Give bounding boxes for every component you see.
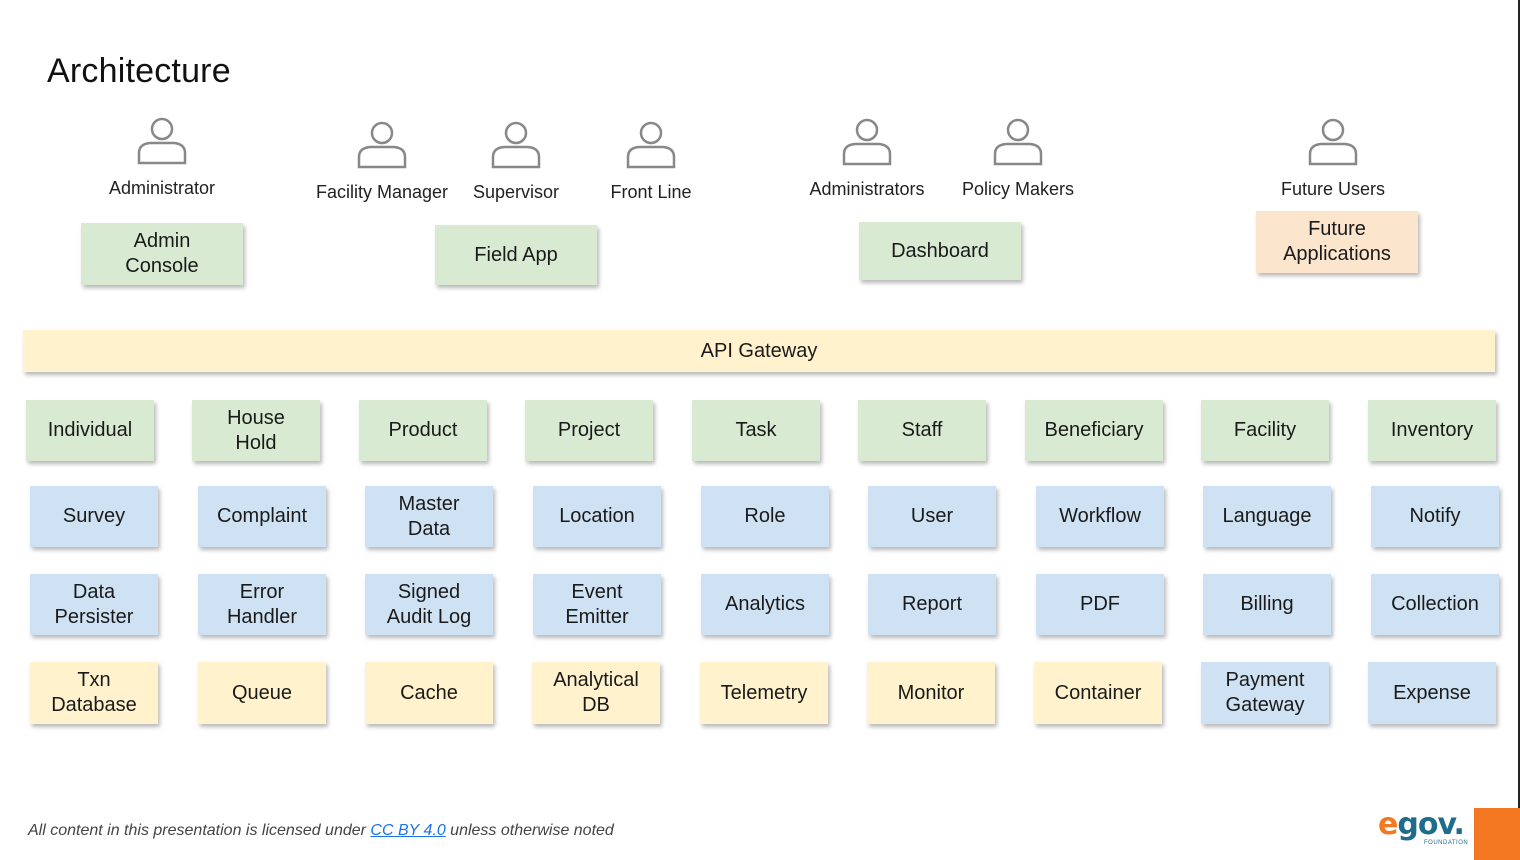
service-box-report: Report — [868, 574, 996, 635]
service-box-beneficiary: Beneficiary — [1025, 400, 1163, 461]
dashboard-box: Dashboard — [859, 222, 1021, 280]
api-gateway-bar: API Gateway — [23, 330, 1495, 372]
service-box-complaint: Complaint — [198, 486, 326, 547]
user-administrator: Administrator — [82, 114, 242, 199]
service-box-product: Product — [359, 400, 487, 461]
user-future-users: Future Users — [1253, 115, 1413, 200]
service-box-master-data: Master Data — [365, 486, 493, 547]
user-administrators: Administrators — [787, 115, 947, 200]
service-box-container: Container — [1034, 662, 1162, 724]
service-box-individual: Individual — [26, 400, 154, 461]
slide-edge — [1518, 0, 1520, 808]
service-box-cache: Cache — [365, 662, 493, 724]
user-label: Policy Makers — [961, 179, 1075, 199]
service-box-workflow: Workflow — [1036, 486, 1164, 547]
user-facility-manager: Facility Manager — [302, 118, 462, 203]
person-icon — [993, 118, 1043, 166]
service-box-task: Task — [692, 400, 820, 461]
footer-prefix: All content in this presentation is lice… — [28, 822, 371, 839]
service-box-event-emitter: Event Emitter — [533, 574, 661, 635]
user-label: Future Users — [1280, 179, 1386, 199]
user-supervisor: Supervisor — [436, 118, 596, 203]
field-app-box: Field App — [435, 225, 597, 285]
service-box-user: User — [868, 486, 996, 547]
footer-suffix: unless otherwise noted — [445, 822, 614, 839]
service-box-language: Language — [1203, 486, 1331, 547]
service-box-signed-audit-log: Signed Audit Log — [365, 574, 493, 635]
service-box-billing: Billing — [1203, 574, 1331, 635]
service-box-monitor: Monitor — [867, 662, 995, 724]
future-applications-box: Future Applications — [1256, 211, 1418, 273]
logo-foundation: FOUNDATION — [1424, 840, 1469, 846]
admin-console-box: Admin Console — [81, 223, 243, 285]
service-box-txn-database: Txn Database — [30, 662, 158, 724]
service-box-role: Role — [701, 486, 829, 547]
service-box-inventory: Inventory — [1368, 400, 1496, 461]
user-label: Administrators — [809, 179, 925, 199]
service-box-analytical-db: Analytical DB — [532, 662, 660, 724]
user-label: Administrator — [108, 178, 216, 198]
page-title: Architecture — [47, 52, 231, 90]
person-icon — [842, 118, 892, 166]
service-box-pdf: PDF — [1036, 574, 1164, 635]
user-label: Facility Manager — [315, 182, 449, 202]
license-footer: All content in this presentation is lice… — [28, 822, 614, 840]
service-box-analytics: Analytics — [701, 574, 829, 635]
user-label: Front Line — [610, 182, 692, 202]
service-box-survey: Survey — [30, 486, 158, 547]
service-box-telemetry: Telemetry — [700, 662, 828, 724]
service-box-project: Project — [525, 400, 653, 461]
service-box-location: Location — [533, 486, 661, 547]
service-box-house-hold: House Hold — [192, 400, 320, 461]
corner-accent — [1474, 808, 1520, 860]
service-box-expense: Expense — [1368, 662, 1496, 724]
person-icon — [137, 117, 187, 165]
service-box-queue: Queue — [198, 662, 326, 724]
service-box-staff: Staff — [858, 400, 986, 461]
license-link[interactable]: CC BY 4.0 — [370, 822, 446, 839]
service-box-payment-gateway: Payment Gateway — [1201, 662, 1329, 724]
service-box-facility: Facility — [1201, 400, 1329, 461]
service-box-notify: Notify — [1371, 486, 1499, 547]
person-icon — [1308, 118, 1358, 166]
user-label: Supervisor — [472, 182, 560, 202]
person-icon — [357, 121, 407, 169]
person-icon — [491, 121, 541, 169]
user-policy-makers: Policy Makers — [938, 115, 1098, 200]
service-box-data-persister: Data Persister — [30, 574, 158, 635]
logo-gov: gov. — [1397, 807, 1465, 842]
service-box-collection: Collection — [1371, 574, 1499, 635]
service-box-error-handler: Error Handler — [198, 574, 326, 635]
egov-logo: egov. FOUNDATION — [1378, 810, 1468, 852]
user-front-line: Front Line — [571, 118, 731, 203]
person-icon — [626, 121, 676, 169]
logo-e: e — [1378, 807, 1398, 842]
